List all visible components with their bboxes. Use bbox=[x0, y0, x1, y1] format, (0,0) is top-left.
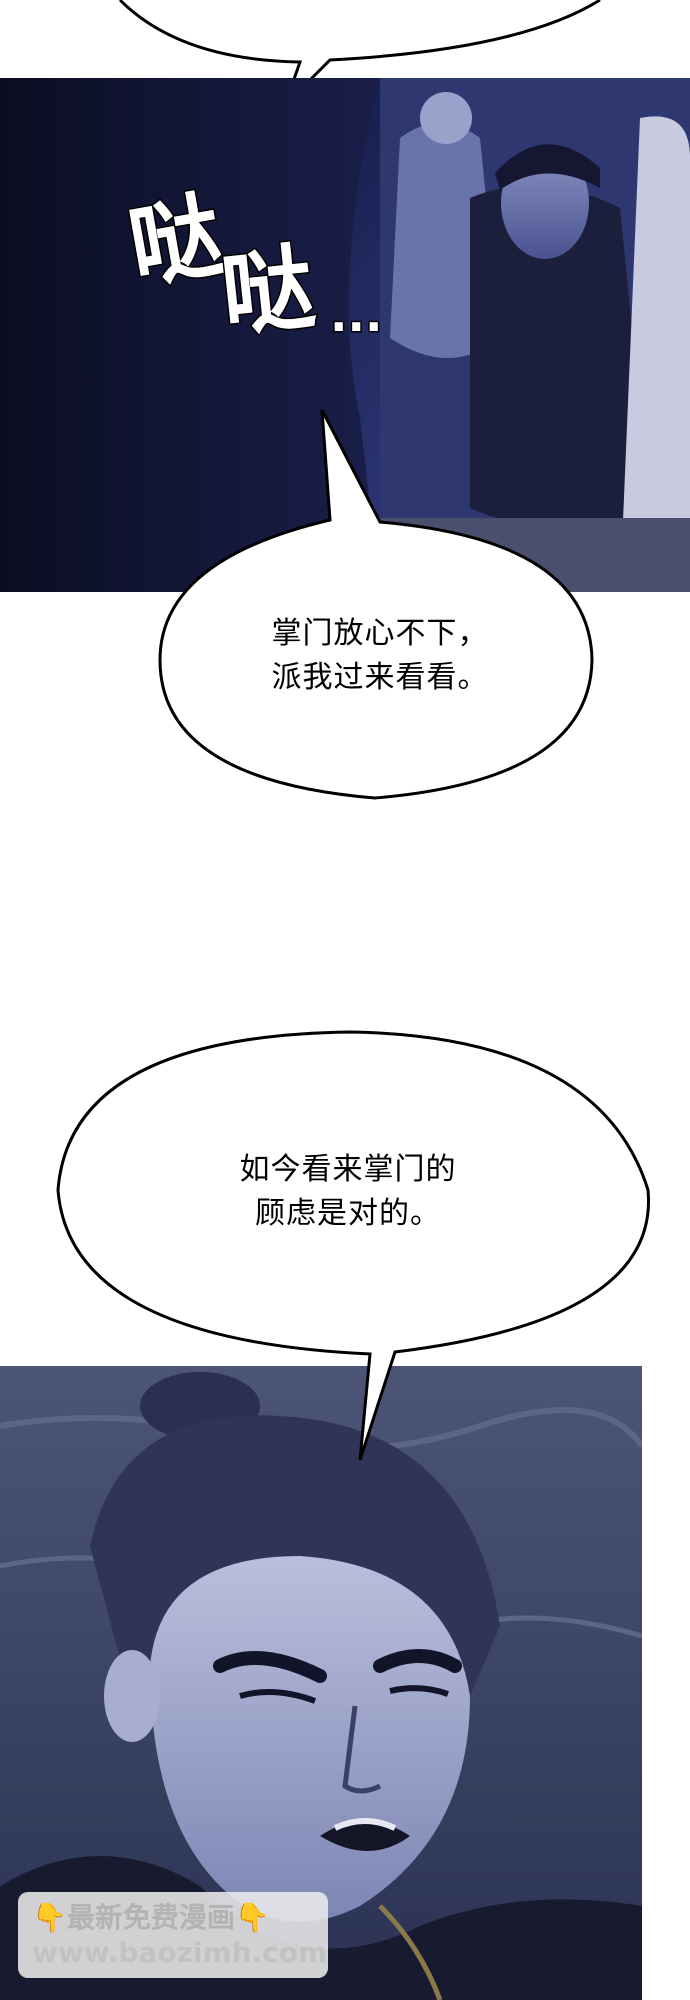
elder-ear bbox=[104, 1650, 160, 1742]
dialogue-text: 如今看来掌门的 顾虑是对的。 bbox=[239, 1152, 457, 1231]
pointing-hand-icon: 👇 bbox=[234, 1901, 270, 1934]
elder-eye bbox=[239, 1689, 317, 1704]
elder-face bbox=[150, 1556, 470, 1922]
dialogue-text: 掌门放心不下， 派我过来看看。 bbox=[271, 616, 489, 695]
elder-mouth bbox=[320, 1821, 410, 1851]
sound-effect-char: 哒 bbox=[120, 179, 232, 303]
watermark-url[interactable]: www.baozimh.com bbox=[32, 1936, 328, 1969]
scene-panel-disciples: 哒 哒 ... bbox=[0, 78, 690, 592]
speech-bubble bbox=[56, 1030, 651, 1461]
elder-hair bbox=[90, 1415, 500, 1696]
elder-eye bbox=[389, 1685, 450, 1697]
elder-teeth bbox=[333, 1818, 397, 1831]
elder-nose bbox=[342, 1705, 382, 1794]
pointing-hand-icon: 👇 bbox=[32, 1901, 67, 1934]
watermark-slogan: 最新免费漫画 bbox=[66, 1901, 235, 1934]
elder-eyebrow bbox=[373, 1649, 462, 1673]
sound-effect-char: 哒 bbox=[215, 232, 321, 351]
speech-bubble-outline bbox=[56, 1030, 651, 1461]
foreground-figure-back bbox=[0, 78, 380, 592]
watermark-title: 👇最新免费漫画👇 bbox=[32, 1900, 270, 1936]
top-bubble-remnant bbox=[118, 0, 601, 107]
speech-bubble-outline bbox=[158, 409, 594, 800]
sound-effect-dots: ... bbox=[328, 288, 383, 342]
seated-disciple-hair bbox=[495, 144, 600, 190]
background-figure-head bbox=[420, 92, 472, 144]
speech-bubble bbox=[158, 409, 594, 800]
elder-eyebrow bbox=[213, 1651, 327, 1683]
site-watermark[interactable]: 👇最新免费漫画👇 www.baozimh.com bbox=[18, 1892, 328, 1978]
seated-disciple-body bbox=[470, 185, 650, 528]
robe-trim bbox=[378, 1904, 443, 2000]
right-edge-figure bbox=[620, 116, 690, 592]
scene-artwork bbox=[0, 78, 690, 592]
